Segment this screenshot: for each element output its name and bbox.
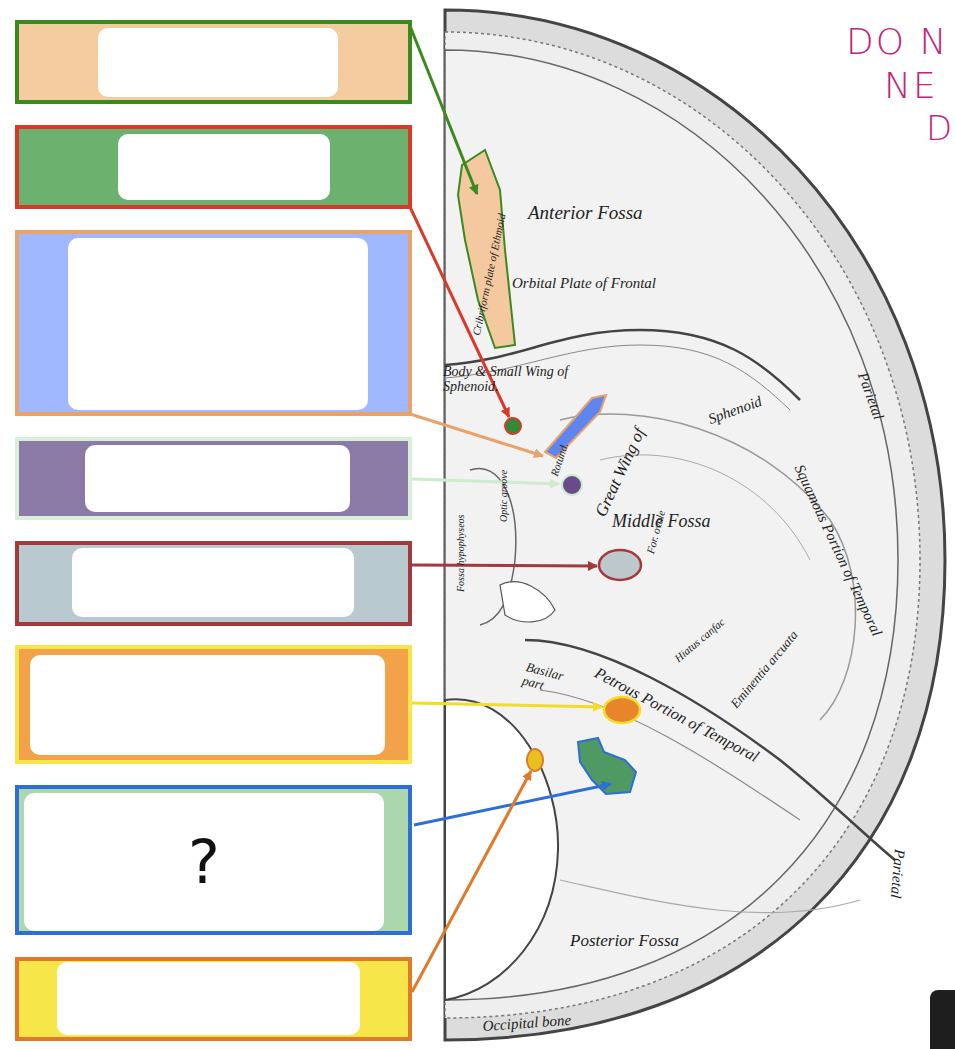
handwritten-note: NE	[884, 66, 938, 106]
anatomy-label: Anterior Fossa	[528, 203, 643, 224]
box-text: ?	[188, 832, 220, 892]
anatomy-label: Fossa hypophyseos	[455, 515, 466, 593]
anatomy-label: Parietal	[887, 849, 908, 899]
anatomy-label: Body & Small Wing of Sphenoid.	[443, 364, 593, 395]
handwritten-note: DO N	[846, 22, 948, 62]
handwritten-note: D	[926, 110, 954, 147]
anatomy-label: Posterior Fossa	[570, 932, 679, 951]
anatomy-label: Optic groove	[498, 470, 509, 522]
label-box: ?	[15, 785, 412, 935]
blank-patch: ?	[24, 793, 384, 931]
anatomy-label: Orbital Plate of Frontal	[512, 275, 656, 292]
